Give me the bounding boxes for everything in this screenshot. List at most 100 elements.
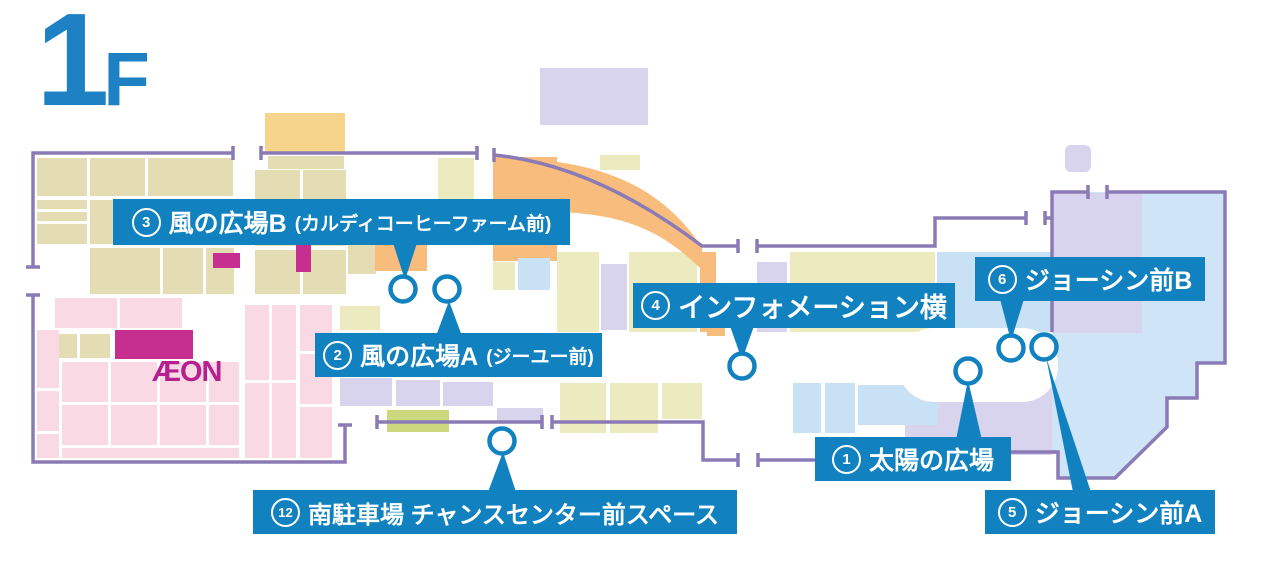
accent-block [213,253,240,268]
spot-name: ジョーシン前B [1024,267,1193,295]
shop-block [396,380,440,406]
shop-block [1065,145,1091,172]
label-joshin-mae-b: 6 ジョーシン前B [975,257,1205,301]
marker-circle [996,333,1026,363]
entrance-ticks [26,146,1109,467]
shop-block [557,252,599,332]
shop-block [601,264,627,330]
outline-segment [552,420,738,462]
shop-block [340,378,392,406]
curved-shop-band [557,162,702,270]
shop-block [497,408,543,422]
floor-label: 1F [36,0,150,126]
spot-number-badge: 1 [831,444,861,474]
outline-segment [31,151,233,267]
shop-block [37,330,59,388]
label-taiyo-no-hiroba: 1 太陽の広場 [815,437,1011,481]
spot-name: 太陽の広場 [868,447,994,475]
area-aeon-store [37,298,332,458]
spot-note: (カルディコーヒーファーム前) [294,213,552,235]
shop-block [37,224,87,244]
spot-number-badge: 12 [270,497,300,527]
aeon-logo: ÆON [152,356,222,388]
marker-circle [388,274,418,304]
accent-block [296,238,311,272]
label-pointers [393,243,1091,492]
shop-block [209,362,239,402]
shop-block [245,383,269,458]
floor-number: 1 [36,0,109,133]
spot-number-badge: 3 [131,207,161,237]
shop-block [111,405,157,445]
spot-name: 風の広場B [168,210,287,238]
spot-number-badge: 2 [323,340,353,370]
outline-segment [1045,190,1088,220]
shop-block [90,248,160,294]
spot-number-badge: 6 [987,264,1017,294]
shop-block [120,298,182,328]
pointer-spot-3 [393,243,417,280]
outline-segment [757,216,1026,248]
floor-suffix: F [103,37,149,122]
event-space-markers [388,274,1059,456]
accent-blocks [115,238,311,359]
area-east-block [1052,192,1225,478]
shop-block [62,405,108,445]
shop-block [662,383,702,419]
shop-block [80,334,110,358]
label-kaze-no-hiroba-a: 2 風の広場A (ジーユー前) [315,333,602,377]
shop-block [37,212,87,221]
shop-block [518,258,550,290]
outline-segment [493,153,738,248]
building-outline [26,146,1227,480]
shop-block [37,434,59,458]
marker-circle [432,274,462,304]
shop-block [37,391,59,431]
shop-block [209,405,239,445]
pointer-spot-5 [1046,357,1091,492]
pointer-spot-1 [956,380,982,440]
pointer-spot-12 [488,452,516,492]
shop-block [300,407,332,458]
shop-block [62,362,108,402]
spot-note: (ジーユー前) [486,346,594,368]
pointer-spot-4 [730,326,754,360]
shop-block [160,362,206,402]
outline-segment [31,295,347,464]
shop-block [37,158,87,196]
shop-block [600,155,640,170]
pointer-spot-2 [436,301,462,336]
label-joshin-mae-a: 5 ジョーシン前A [985,490,1215,534]
marker-circle [727,351,757,381]
shop-block [90,158,145,196]
shop-block [272,305,296,380]
shop-block [268,156,344,169]
pointer-spot-6 [1000,299,1024,341]
shop-block [560,383,606,433]
shop-block [245,305,269,380]
spot-number-badge: 4 [641,291,671,320]
shop-block [148,158,233,196]
shop-block [163,248,203,294]
spot-name: インフォメーション横 [678,293,947,323]
shop-block [825,383,855,433]
spot-number-badge: 5 [997,497,1027,527]
shop-block [55,298,117,328]
shop-block [255,250,300,294]
shop-block [493,262,515,290]
shop-block [111,362,157,402]
shop-block [62,448,239,458]
shop-block [540,68,648,125]
spot-name: 南駐車場 チャンスセンター前スペース [307,501,720,529]
shop-block [37,200,87,209]
marker-circle [487,426,517,456]
shop-block [610,383,658,433]
shop-block [160,405,206,445]
shop-block [340,306,380,330]
shop-block-yellow [265,113,345,153]
label-minami-chushajo-chance-center: 12 南駐車場 チャンスセンター前スペース [253,490,737,534]
shop-block [443,382,493,406]
spot-name: ジョーシン前A [1034,500,1203,528]
spot-name: 風の広場A [360,343,479,371]
